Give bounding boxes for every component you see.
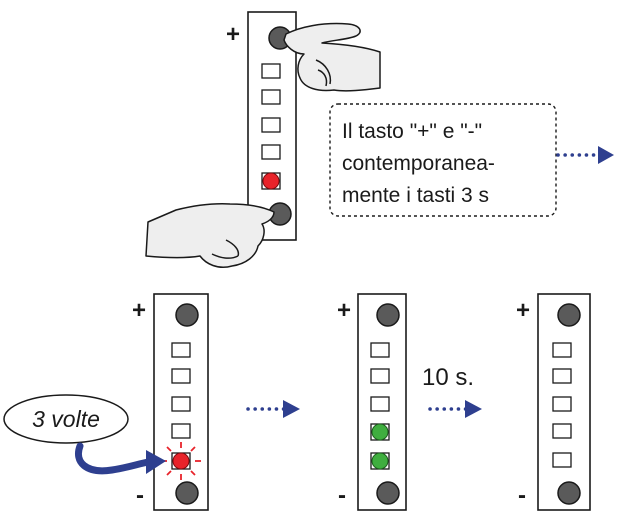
callout: Il tasto "+" e "-" contemporanea- mente …: [329, 103, 557, 217]
minus-button-b[interactable]: [376, 481, 400, 505]
panel-top: +: [226, 11, 297, 241]
led-top-4: [261, 144, 281, 160]
minus-label-b: -: [338, 482, 346, 509]
minus-label-a: -: [136, 482, 144, 509]
hand-top-icon: [283, 22, 381, 92]
led-a-1: [171, 342, 191, 358]
led-top-3: [261, 117, 281, 133]
led-b-3: [370, 396, 390, 412]
curved-arrow-icon: [75, 442, 152, 475]
callout-line-1: Il tasto "+" e "-": [342, 120, 482, 143]
callout-line-2: contemporanea-: [342, 152, 495, 175]
hand-bottom-icon: [145, 203, 275, 268]
panel-b: + -: [337, 293, 407, 511]
led-c-4: [552, 423, 572, 439]
led-c-2: [552, 368, 572, 384]
dotted-arrow-ab: [246, 400, 300, 418]
wait-label: 10 s.: [422, 364, 474, 391]
minus-button-c[interactable]: [557, 481, 581, 505]
plus-button-b[interactable]: [376, 303, 400, 327]
plus-button-a[interactable]: [175, 303, 199, 327]
panel-c: + -: [516, 293, 591, 511]
led-c-3: [552, 396, 572, 412]
led-a-5-blinking-red: [161, 442, 201, 480]
times-label: 3 volte: [32, 406, 100, 432]
times-callout: 3 volte: [3, 394, 166, 475]
callout-border: [329, 103, 557, 217]
led-c-5: [552, 452, 572, 468]
callout-text: Il tasto "+" e "-" contemporanea- mente …: [342, 120, 501, 207]
led-b-4-green: [371, 423, 389, 441]
led-a-2: [171, 368, 191, 384]
led-a-4: [171, 423, 191, 439]
plus-label-c: +: [516, 297, 530, 324]
led-top-1: [261, 63, 281, 79]
dotted-arrow-top: [556, 146, 614, 164]
led-a-3: [171, 396, 191, 412]
led-b-2: [370, 368, 390, 384]
led-top-5-red: [262, 172, 280, 190]
minus-button-a[interactable]: [175, 481, 199, 505]
dotted-arrow-bc: [428, 400, 482, 418]
plus-label-a: +: [132, 297, 146, 324]
led-b-1: [370, 342, 390, 358]
led-b-5-green: [371, 452, 389, 470]
callout-line-3: mente i tasti 3 s: [342, 184, 489, 207]
minus-label-c: -: [518, 482, 526, 509]
plus-label-top: +: [226, 21, 240, 48]
panel-a: + -: [132, 293, 209, 511]
plus-button-c[interactable]: [557, 303, 581, 327]
led-top-2: [261, 89, 281, 105]
times-ellipse: [3, 394, 129, 444]
led-c-1: [552, 342, 572, 358]
plus-label-b: +: [337, 297, 351, 324]
